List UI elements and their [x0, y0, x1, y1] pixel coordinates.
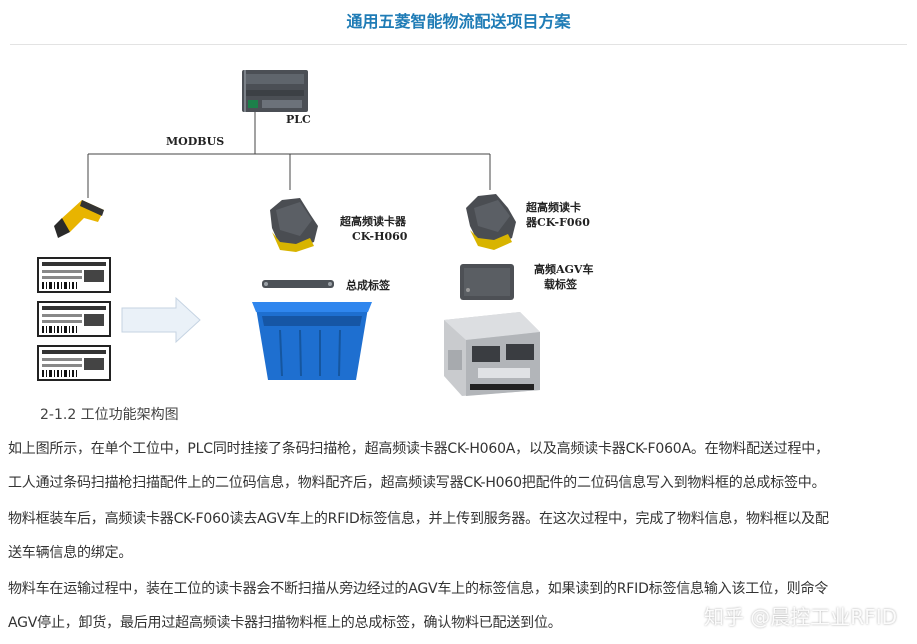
connection-lines: [87, 112, 491, 198]
zhihu-watermark: 知乎 @晨控工业RFID: [703, 605, 897, 629]
barcode-label-2: [37, 301, 111, 337]
paragraph-line-3: 物料框装车后，高频读卡器CK-F060读去AGV车上的RFID标签信息，并上传到…: [8, 511, 829, 527]
paragraph-line-5: 物料车在运输过程中，装在工位的读卡器会不断扫描从旁边经过的AGV车上的标签信息，…: [8, 581, 829, 597]
paragraph-line-1: 如上图所示，在单个工位中，PLC同时挂接了条码扫描枪，超高频读卡器CK-H060…: [8, 441, 829, 457]
material-crate-icon: [252, 302, 372, 380]
agv-cart-icon: [444, 312, 540, 396]
page-title: 通用五菱智能物流配送项目方案: [346, 12, 571, 31]
assembly-tag-icon: [262, 280, 334, 288]
barcode-label-1: [37, 257, 111, 293]
agv-tag-label-line1: 高频AGV车: [534, 263, 594, 276]
plc-label: PLC: [286, 113, 311, 126]
figure-caption: 2-1.2 工位功能架构图: [40, 407, 179, 423]
reader-f060-label-line1: 超高频读卡: [526, 201, 581, 214]
modbus-label: MODBUS: [166, 135, 225, 148]
agv-tag-label-line2: 载标签: [544, 278, 577, 291]
uhf-reader-h060-icon: [270, 198, 318, 252]
reader-f060-label-line2: 器CK-F060: [526, 216, 590, 229]
title-divider: [10, 44, 907, 45]
agv-vehicle-tag-icon: [460, 264, 514, 300]
diagram-graphics: [37, 70, 540, 396]
assembly-tag-label: 总成标签: [346, 279, 390, 292]
barcode-label-3: [37, 345, 111, 381]
reader-h060-label-line2: CK-H060: [352, 230, 408, 243]
reader-h060-label-line1: 超高频读卡器: [340, 215, 406, 228]
plc-icon: [242, 70, 308, 112]
architecture-diagram: PLC MODBUS 超高频读卡器 CK-H060 超高频读卡 器CK-F060…: [0, 50, 917, 402]
barcode-scanner-icon: [54, 200, 104, 238]
flow-arrow-icon: [121, 296, 201, 344]
paragraph-line-4: 送车辆信息的绑定。: [8, 545, 133, 561]
paragraph-line-6: AGV停止，卸货，最后用过超高频读卡器扫描物料框上的总成标签，确认物料已配送到位…: [8, 615, 562, 631]
paragraph-line-2: 工人通过条码扫描枪扫描配件上的二位码信息，物料配齐后，超高频读写器CK-H060…: [8, 475, 826, 491]
reader-f060-icon: [466, 194, 516, 250]
